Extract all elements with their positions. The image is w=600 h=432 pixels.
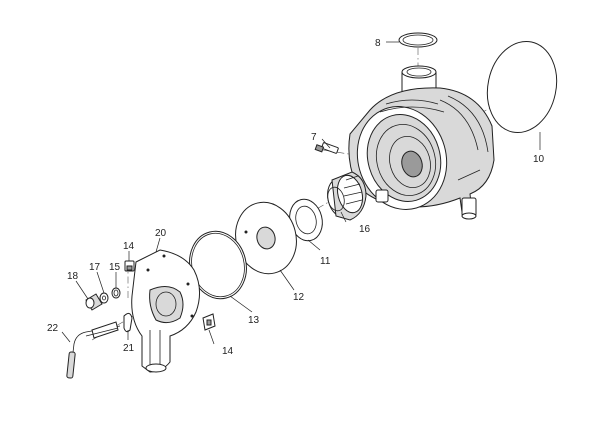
heat-exchanger-housing (348, 65, 495, 220)
callout-8: 8 (375, 38, 381, 49)
callout-14-lower: 14 (222, 346, 234, 357)
part-14-clip-lower (202, 313, 216, 331)
callout-12: 12 (293, 292, 305, 303)
callout-7: 7 (311, 132, 317, 143)
callout-17: 17 (89, 262, 101, 273)
part-18-sight-glass (85, 293, 103, 311)
callout-13: 13 (248, 315, 260, 326)
part-21-gasket-strip (123, 312, 133, 333)
callout-labels: 8 10 7 16 11 12 13 14 14 15 17 18 20 21 … (47, 38, 545, 357)
callout-20: 20 (155, 228, 167, 239)
callout-21: 21 (123, 343, 135, 354)
callout-11: 11 (320, 256, 331, 267)
part-22-ignition-electrode (66, 321, 121, 379)
part-20-burner-door (131, 249, 200, 373)
part-17-washer (99, 292, 109, 304)
part-12-insulation-disc (235, 201, 297, 275)
callout-14-upper: 14 (123, 241, 135, 252)
part-14-clip-upper (124, 260, 135, 272)
part-13-door-seal (189, 230, 247, 300)
leader-lines (61, 41, 541, 345)
part-8-o-ring (398, 32, 438, 48)
part-10-cover-gasket (486, 40, 558, 134)
part-16-burner (327, 171, 367, 221)
callout-18: 18 (67, 271, 79, 282)
callout-10: 10 (533, 154, 545, 165)
callout-16: 16 (359, 224, 371, 235)
callout-22: 22 (47, 323, 59, 334)
callout-15: 15 (109, 262, 121, 273)
part-15-small-o-ring (111, 287, 121, 299)
